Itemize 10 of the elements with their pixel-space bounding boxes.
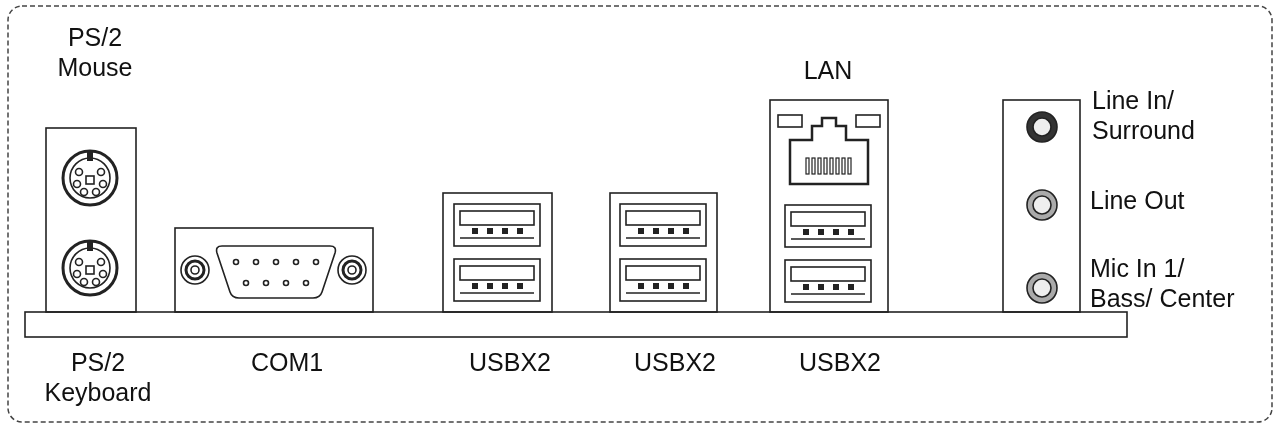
port-label: COM1 bbox=[249, 347, 325, 377]
port-label: USBX2 bbox=[798, 347, 882, 377]
port-label: USBX2 bbox=[633, 347, 717, 377]
port-label: PS/2 Mouse bbox=[56, 22, 134, 82]
port-label: PS/2 Keyboard bbox=[43, 347, 153, 407]
port-label: LAN bbox=[802, 55, 854, 85]
port-label: Line In/ Surround bbox=[1092, 85, 1196, 145]
port-label: Mic In 1/ Bass/ Center bbox=[1090, 253, 1236, 313]
port-label: USBX2 bbox=[468, 347, 552, 377]
port-label: Line Out bbox=[1090, 185, 1186, 215]
